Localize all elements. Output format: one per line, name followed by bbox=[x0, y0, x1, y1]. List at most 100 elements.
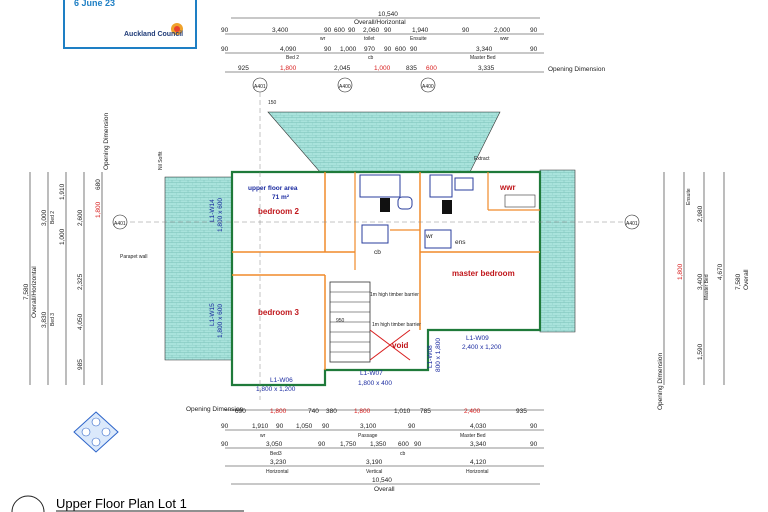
upper-area-label: upper floor area bbox=[248, 185, 298, 192]
top-open-0: 925 bbox=[238, 65, 249, 72]
drawing-title: Upper Floor Plan Lot 1 bbox=[11, 495, 244, 512]
top-r1-label-toilet: toilet bbox=[364, 36, 375, 42]
wwr-label: wwr bbox=[499, 183, 516, 192]
bedroom2-label: bedroom 2 bbox=[258, 207, 299, 216]
bottom-r1-0: 90 bbox=[221, 423, 229, 430]
left-val-7: 1,800 bbox=[95, 201, 102, 218]
bottom-r1-2: 90 bbox=[276, 423, 284, 430]
bottom-r1-6: 90 bbox=[408, 423, 416, 430]
building-walls bbox=[230, 170, 542, 387]
window-w07-size: 1,800 x 400 bbox=[358, 380, 392, 387]
bottom-r1-8: 90 bbox=[530, 423, 538, 430]
size-950-note: 950 bbox=[336, 318, 345, 324]
void-label: void bbox=[392, 341, 409, 350]
top-r2-9: 90 bbox=[530, 46, 538, 53]
top-open-4: 835 bbox=[406, 65, 417, 72]
bottom-r2-label-bed3: Bed3 bbox=[270, 451, 282, 457]
bottom-r2-4: 1,350 bbox=[370, 441, 387, 448]
window-w08: L1-W08 bbox=[427, 345, 434, 368]
window-w15: L1-W15 bbox=[209, 303, 216, 326]
ensuite-label: ens bbox=[455, 239, 466, 246]
left-col1-1: 3,830 bbox=[41, 311, 48, 328]
bottom-open-0: 690 bbox=[235, 408, 246, 415]
window-w15-size: 1,800 x 600 bbox=[217, 304, 224, 338]
bottom-r3-label-1: Vertical bbox=[366, 469, 382, 475]
bottom-r1-5: 3,100 bbox=[360, 423, 377, 430]
top-r2-3: 1,000 bbox=[340, 46, 357, 53]
bottom-open-8: 935 bbox=[516, 408, 527, 415]
top-r2-7: 90 bbox=[410, 46, 418, 53]
window-w06-size: 1,800 x 1,200 bbox=[256, 386, 296, 393]
bottom-open-2: 740 bbox=[308, 408, 319, 415]
top-open-5: 600 bbox=[426, 65, 437, 72]
bottom-r3-label-2: Horizontal bbox=[466, 469, 489, 475]
bottom-open-7: 2,400 bbox=[464, 408, 481, 415]
top-open-6: 3,335 bbox=[478, 65, 495, 72]
council-stamp: 6 June 23 Auckland Council bbox=[63, 0, 197, 49]
section-markers-top: A401 A400 A400 bbox=[252, 77, 436, 93]
section-a401-left: A401 bbox=[114, 221, 126, 227]
top-opening-label: Opening Dimension bbox=[548, 66, 605, 73]
wr-label: wr bbox=[425, 233, 434, 240]
top-r2-1: 4,090 bbox=[280, 46, 297, 53]
bottom-r1-1: 1,910 bbox=[252, 423, 269, 430]
left-overall-value: 7,580 bbox=[23, 283, 30, 300]
bottom-r1-4: 90 bbox=[322, 423, 330, 430]
bottom-r3-1: 3,190 bbox=[366, 459, 383, 466]
bottom-r1-label-wr: wr bbox=[260, 433, 266, 439]
roof-areas bbox=[164, 111, 576, 361]
top-r1-3: 600 bbox=[334, 27, 345, 34]
right-val-4: 4,670 bbox=[717, 263, 724, 280]
top-overall-value: 10,540 bbox=[378, 11, 398, 18]
bottom-r1-label-passage: Passage bbox=[358, 433, 378, 439]
right-opening-label: Opening Dimension bbox=[657, 353, 664, 410]
bottom-r2-2: 90 bbox=[318, 441, 326, 448]
right-label-2: Master Bed bbox=[704, 274, 710, 300]
bedroom3-label: bedroom 3 bbox=[258, 308, 299, 317]
left-val-0: 1,910 bbox=[59, 183, 66, 200]
cb-label: cb bbox=[374, 249, 381, 256]
top-r1-2: 90 bbox=[324, 27, 332, 34]
top-r1-6: 90 bbox=[384, 27, 392, 34]
bottom-r2-6: 90 bbox=[414, 441, 422, 448]
window-labels: L1-W14 1,800 x 600 L1-W15 1,800 x 600 L1… bbox=[209, 198, 502, 393]
bottom-r2-1: 3,050 bbox=[266, 441, 283, 448]
top-r1-label-ensuite: Ensuite bbox=[410, 36, 427, 42]
bottom-r3-label-0: Horizontal bbox=[266, 469, 289, 475]
top-r2-label-cb: cb bbox=[368, 55, 374, 61]
top-overall-label: Overall/Horizontal bbox=[354, 19, 406, 26]
right-overall-value: 7,580 bbox=[735, 273, 742, 290]
nil-soffit-note: Nil Soffit bbox=[158, 151, 164, 170]
notes: Parapet wall Nil Soffit Extract 1m high … bbox=[120, 100, 490, 328]
left-val-3: 2,325 bbox=[77, 273, 84, 290]
left-val-2: 2,600 bbox=[77, 209, 84, 226]
barrier-note-1: 1m high timber barrier bbox=[370, 292, 419, 298]
bottom-r2-label-cb: cb bbox=[400, 451, 406, 457]
parapet-note: Parapet wall bbox=[120, 254, 148, 260]
top-open-3: 1,000 bbox=[374, 65, 391, 72]
compass-icon bbox=[73, 411, 119, 453]
top-r1-1: 3,400 bbox=[272, 27, 289, 34]
stairs bbox=[329, 281, 411, 363]
bottom-r2-3: 1,750 bbox=[340, 441, 357, 448]
bottom-r3-2: 4,120 bbox=[470, 459, 487, 466]
window-w14: L1-W14 bbox=[209, 199, 216, 222]
top-r1-5: 2,060 bbox=[363, 27, 380, 34]
left-col1-label-1: Bed 3 bbox=[50, 313, 56, 326]
bottom-r2-8: 90 bbox=[530, 441, 538, 448]
plan-title: Upper Floor Plan Lot 1 bbox=[56, 496, 187, 511]
bottom-open-4: 1,800 bbox=[354, 408, 371, 415]
bottom-overall-value: 10,540 bbox=[372, 477, 392, 484]
upper-area-value: 71 m² bbox=[272, 194, 290, 201]
section-markers-side: A401 A401 bbox=[112, 92, 640, 400]
bottom-dimensions: Opening Dimension 690 1,800 740 380 1,80… bbox=[186, 406, 544, 493]
right-val-1: 3,400 bbox=[697, 273, 704, 290]
top-dimensions: 10,540 Overall/Horizontal 90 3,400 90 60… bbox=[221, 11, 605, 73]
left-val-6: 680 bbox=[95, 179, 102, 190]
bathroom-fixtures bbox=[359, 174, 536, 249]
top-r2-2: 90 bbox=[324, 46, 332, 53]
window-w14-size: 1,800 x 600 bbox=[217, 198, 224, 232]
top-r1-label-wwr: wwr bbox=[500, 36, 509, 42]
bottom-r2-0: 90 bbox=[221, 441, 229, 448]
section-a401-top: A401 bbox=[254, 84, 266, 90]
